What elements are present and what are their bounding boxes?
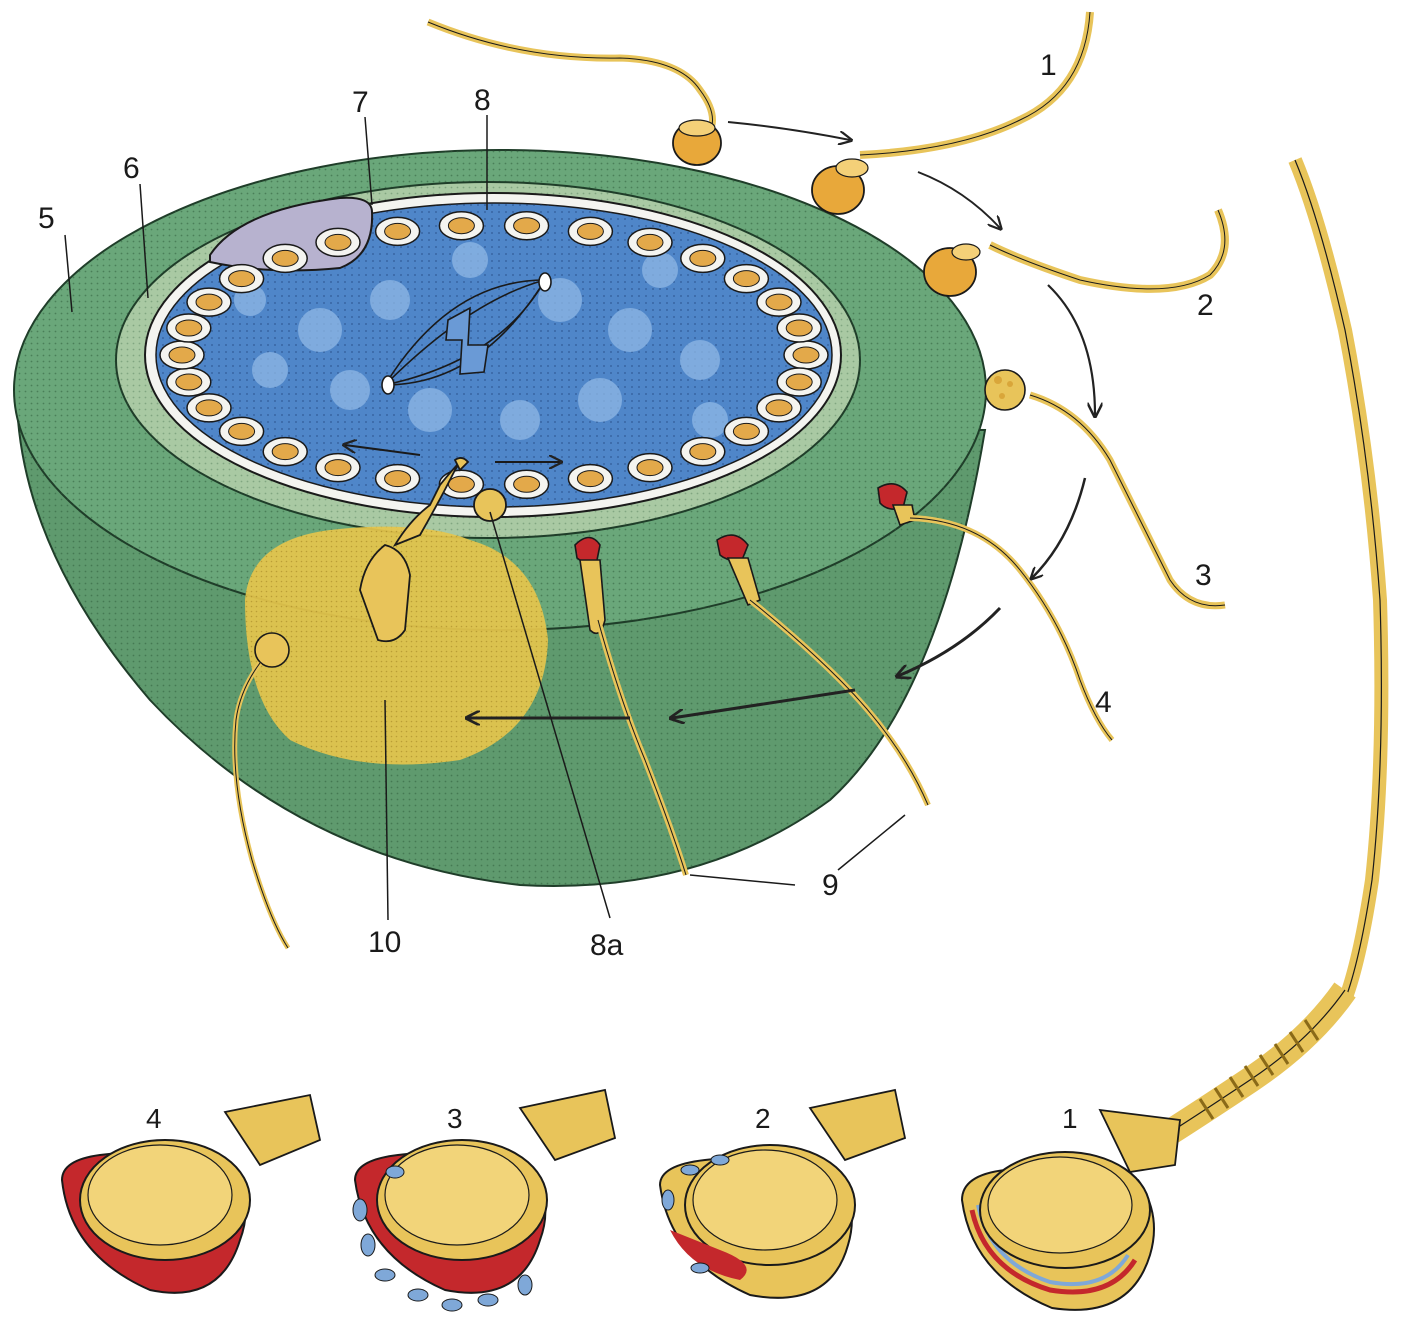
cortical-granule-core <box>690 444 716 460</box>
cortical-granule-core <box>733 423 759 439</box>
cortical-granule-core <box>176 374 202 390</box>
cortical-granule-core <box>514 218 540 234</box>
detail-head-2 <box>660 1090 905 1298</box>
cortical-granule-core <box>385 471 411 487</box>
cortical-granule-core <box>196 400 222 416</box>
sperm-top <box>428 22 721 165</box>
sperm-stage-2 <box>924 210 1225 296</box>
label-8a: 8a <box>590 929 624 962</box>
label-9: 9 <box>822 869 839 902</box>
label-8: 8 <box>474 84 491 117</box>
detail-label-4: 4 <box>146 1103 162 1134</box>
detail-head-3 <box>353 1090 615 1311</box>
cortical-granule-core <box>169 347 195 363</box>
cortical-granule-core <box>793 347 819 363</box>
cortical-granule-core <box>229 423 255 439</box>
cortical-granule-core <box>786 374 812 390</box>
detail-head-4 <box>62 1095 320 1293</box>
label-3: 3 <box>1195 559 1212 592</box>
cortical-granule-core <box>196 294 222 310</box>
cortical-granule-core <box>325 460 351 476</box>
cortical-granule-core <box>766 400 792 416</box>
cortical-granule-core <box>577 223 603 239</box>
cortical-granule-core <box>176 320 202 336</box>
detail-head-1 <box>962 1110 1180 1310</box>
cortical-granule-core <box>325 234 351 250</box>
label-2: 2 <box>1197 289 1214 322</box>
cortical-granule-core <box>514 476 540 492</box>
cortical-granule-core <box>786 320 812 336</box>
label-1: 1 <box>1040 49 1057 82</box>
label-5: 5 <box>38 202 55 235</box>
cortical-granule-core <box>577 471 603 487</box>
label-7: 7 <box>352 86 369 119</box>
label-10: 10 <box>368 926 401 959</box>
cortical-granule-core <box>448 218 474 234</box>
cortical-granule-core <box>272 250 298 266</box>
cortical-granule-core <box>690 250 716 266</box>
sperm-stage-1 <box>812 12 1090 214</box>
cortical-granule-core <box>637 460 663 476</box>
cortical-granule-core <box>733 271 759 287</box>
cortical-granule-core <box>448 476 474 492</box>
large-sperm <box>1150 160 1381 1145</box>
detail-label-3: 3 <box>447 1103 463 1134</box>
cortical-granule-core <box>637 234 663 250</box>
label-4: 4 <box>1095 686 1112 719</box>
cortical-granule-core <box>766 294 792 310</box>
label-6: 6 <box>123 152 140 185</box>
cortical-granule-core <box>272 444 298 460</box>
cortical-granule-core <box>385 223 411 239</box>
detail-label-1: 1 <box>1062 1103 1078 1134</box>
cortical-granule-core <box>229 271 255 287</box>
detail-label-2: 2 <box>755 1103 771 1134</box>
